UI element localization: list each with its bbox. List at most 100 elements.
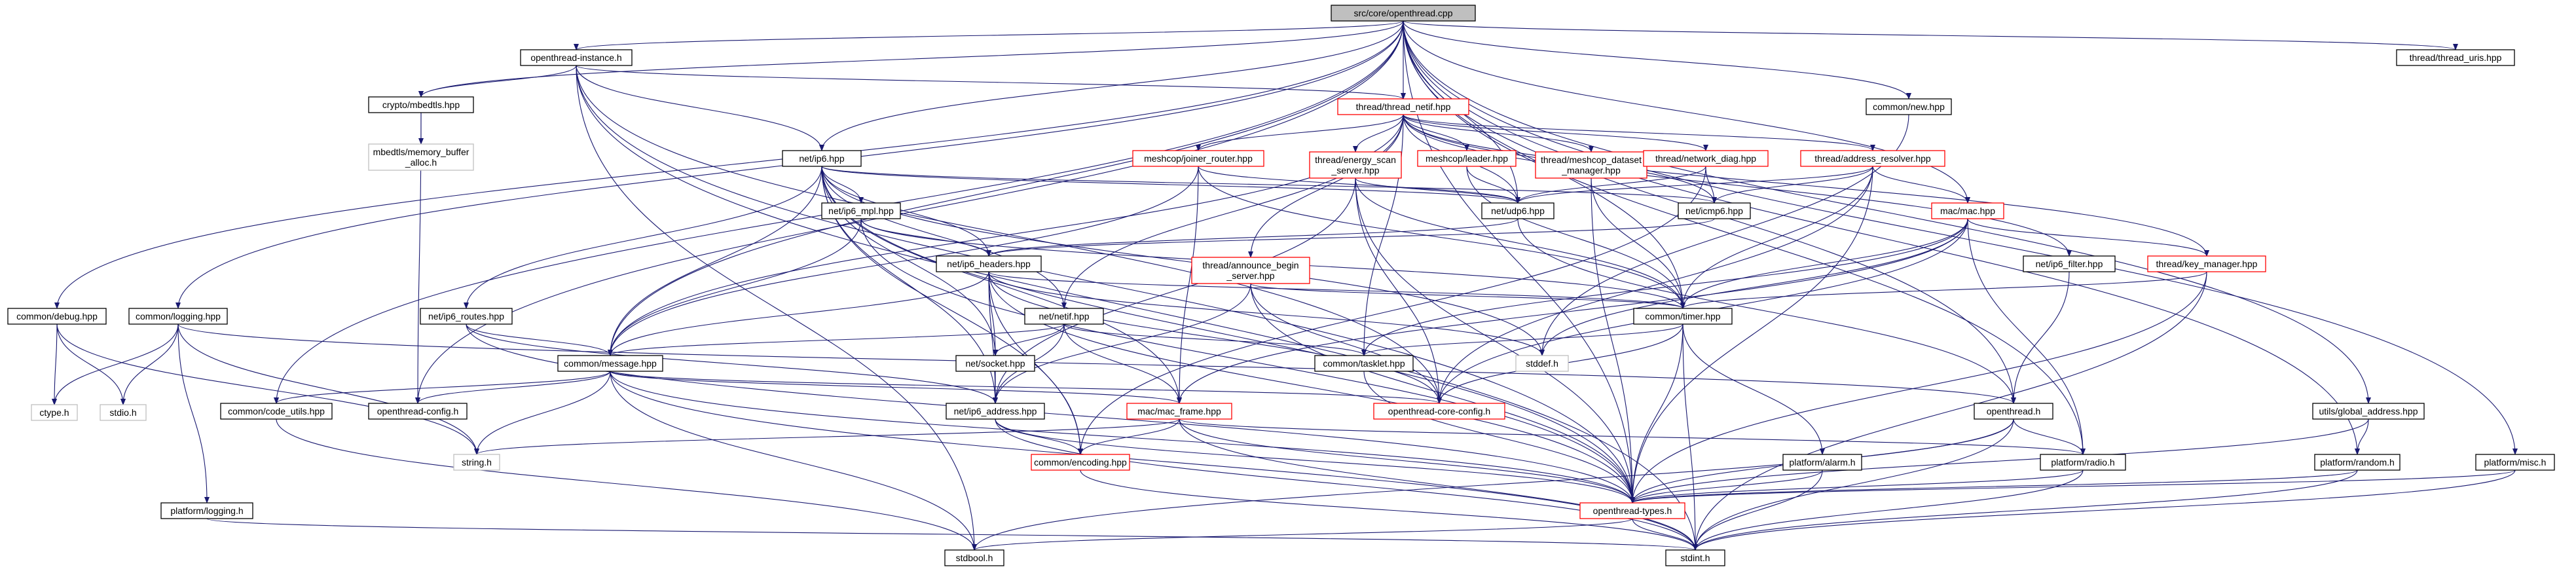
- node-label: utils/global_address.hpp: [2319, 406, 2418, 416]
- node-common-logging-hpp[interactable]: common/logging.hpp: [128, 308, 228, 325]
- node-net-udp6-hpp[interactable]: net/udp6.hpp: [1481, 202, 1555, 219]
- node-box: [453, 454, 500, 471]
- node-openthread-h[interactable]: openthread.h: [1974, 403, 2053, 420]
- edge-n19-n36: [1250, 283, 1442, 404]
- edge-n1-n4: [576, 65, 1406, 100]
- edge-n9-n36: [1355, 177, 1442, 404]
- node-box: [1031, 454, 1130, 471]
- node-box: [2475, 454, 2555, 471]
- node-net-ip6-filter-hpp[interactable]: net/ip6_filter.hpp: [2023, 255, 2116, 272]
- edge-n4-n11: [1403, 114, 1594, 153]
- node-crypto-mbedtls-hpp[interactable]: crypto/mbedtls.hpp: [368, 96, 474, 113]
- node-mac-mac-frame-hpp[interactable]: mac/mac_frame.hpp: [1126, 403, 1232, 420]
- node-common-tasklet-hpp[interactable]: common/tasklet.hpp: [1314, 355, 1414, 372]
- edge-n0-n39: [1403, 20, 2371, 404]
- node-box: [1633, 308, 1733, 325]
- edge-n4-n20: [1403, 114, 2072, 257]
- node-thread-address-resolver-hpp[interactable]: thread/address_resolver.hpp: [1800, 150, 1945, 167]
- node-net-ip6-routes-hpp[interactable]: net/ip6_routes.hpp: [420, 308, 513, 325]
- node-net-socket-hpp[interactable]: net/socket.hpp: [955, 355, 1035, 372]
- node-label: _manager.hpp: [1561, 165, 1621, 175]
- node-net-ip6-address-hpp[interactable]: net/ip6_address.hpp: [946, 403, 1045, 420]
- node-label: openthread-config.h: [377, 406, 459, 416]
- node-stdbool-h[interactable]: stdbool.h: [944, 549, 1004, 566]
- node-stdio-h: stdio.h: [100, 404, 147, 421]
- node-thread-meshcop-dataset-manager-hpp[interactable]: thread/meshcop_dataset_manager.hpp: [1535, 151, 1647, 179]
- edge-n35-n41: [995, 418, 1083, 455]
- node-label: net/ip6_filter.hpp: [2036, 259, 2103, 269]
- node-net-ip6-mpl-hpp[interactable]: net/ip6_mpl.hpp: [821, 202, 901, 219]
- node-box: [944, 549, 1004, 566]
- node-net-netif-hpp[interactable]: net/netif.hpp: [1024, 308, 1104, 325]
- node-common-code-utils-hpp[interactable]: common/code_utils.hpp: [220, 403, 333, 420]
- node-label: platform/misc.h: [2484, 457, 2547, 468]
- node-label: thread/address_resolver.hpp: [1814, 153, 1931, 164]
- edge-n4-n12: [1403, 114, 1708, 151]
- node-thread-key-manager-hpp[interactable]: thread/key_manager.hpp: [2147, 255, 2266, 272]
- node-stdint-h[interactable]: stdint.h: [1665, 549, 1725, 566]
- edge-n12-n15: [1515, 166, 1706, 204]
- node-platform-logging-h[interactable]: platform/logging.h: [160, 502, 253, 519]
- edge-n8-n27: [608, 166, 1199, 356]
- node-thread-announce-begin-server-hpp[interactable]: thread/announce_begin_server.hpp: [1191, 257, 1310, 284]
- edge-n0-n25: [54, 20, 1404, 309]
- node-box: [1132, 150, 1264, 167]
- node-src-core-openthread-cpp[interactable]: src/core/openthread.cpp: [1331, 5, 1476, 22]
- node-common-debug-hpp[interactable]: common/debug.hpp: [7, 308, 107, 325]
- edge-n24-n47: [1630, 323, 1684, 504]
- node-platform-random-h[interactable]: platform/random.h: [2314, 454, 2401, 471]
- edge-n44-n47: [1630, 469, 2358, 504]
- edge-n13-n15: [1515, 166, 1873, 204]
- node-meshcop-joiner-router-hpp[interactable]: meshcop/joiner_router.hpp: [1132, 150, 1264, 167]
- edges-layer: [52, 20, 2518, 551]
- edge-n26-n38: [177, 323, 2016, 404]
- node-net-ip6-hpp[interactable]: net/ip6.hpp: [782, 150, 862, 167]
- node-label: platform/radio.h: [2051, 457, 2114, 468]
- node-platform-radio-h[interactable]: platform/radio.h: [2040, 454, 2126, 471]
- node-net-icmp6-hpp[interactable]: net/icmp6.hpp: [1678, 202, 1751, 219]
- edge-n39-n47: [1630, 418, 2369, 504]
- node-box: [821, 202, 901, 219]
- edge-n14-n47: [860, 218, 1635, 504]
- edge-n19-n47: [1250, 283, 1635, 504]
- edge-n22-n35: [466, 323, 998, 404]
- node-label: common/debug.hpp: [16, 311, 98, 321]
- node-thread-thread-netif-hpp[interactable]: thread/thread_netif.hpp: [1337, 98, 1469, 115]
- edge-n26-n31: [52, 323, 179, 405]
- node-label: thread/thread_netif.hpp: [1356, 101, 1451, 112]
- node-platform-misc-h[interactable]: platform/misc.h: [2475, 454, 2555, 471]
- edge-n47-n49: [1632, 518, 1698, 551]
- edge-n18-n27: [608, 271, 989, 356]
- node-label: common/tasklet.hpp: [1323, 358, 1405, 369]
- node-openthread-core-config-h[interactable]: openthread-core-config.h: [1373, 403, 1505, 420]
- edge-n23-n27: [608, 323, 1065, 356]
- edge-n17-n43: [1967, 218, 2086, 455]
- node-meshcop-leader-hpp[interactable]: meshcop/leader.hpp: [1417, 150, 1517, 167]
- node-common-timer-hpp[interactable]: common/timer.hpp: [1633, 308, 1733, 325]
- node-mac-mac-hpp[interactable]: mac/mac.hpp: [1931, 202, 2004, 219]
- edge-n0-n7: [819, 20, 1404, 151]
- node-thread-energy-scan-server-hpp[interactable]: thread/energy_scan_server.hpp: [1309, 151, 1402, 179]
- node-openthread-config-h[interactable]: openthread-config.h: [368, 403, 468, 420]
- node-box: [2040, 454, 2126, 471]
- node-box: [2396, 49, 2515, 66]
- node-common-encoding-hpp[interactable]: common/encoding.hpp: [1031, 454, 1130, 471]
- node-openthread-instance-h[interactable]: openthread-instance.h: [520, 49, 633, 66]
- edge-n26-n46: [177, 323, 210, 504]
- node-box: [2312, 403, 2425, 420]
- node-thread-network-diag-hpp[interactable]: thread/network_diag.hpp: [1643, 150, 1769, 167]
- edge-n13-n17: [1872, 166, 1970, 204]
- node-utils-global-address-hpp[interactable]: utils/global_address.hpp: [2312, 403, 2425, 420]
- node-box: [1481, 202, 1555, 219]
- node-label: net/icmp6.hpp: [1685, 206, 1743, 216]
- node-net-ip6-headers-hpp[interactable]: net/ip6_headers.hpp: [936, 255, 1042, 272]
- node-thread-thread-uris-hpp[interactable]: thread/thread_uris.hpp: [2396, 49, 2515, 66]
- edge-n0-n2: [418, 20, 1404, 98]
- node-common-message-hpp[interactable]: common/message.hpp: [557, 355, 663, 372]
- node-platform-alarm-h[interactable]: platform/alarm.h: [1782, 454, 1862, 471]
- node-label: crypto/mbedtls.hpp: [382, 100, 460, 110]
- node-common-new-hpp[interactable]: common/new.hpp: [1866, 98, 1952, 115]
- node-openthread-types-h[interactable]: openthread-types.h: [1579, 502, 1685, 519]
- edge-n26-n40: [177, 323, 479, 455]
- edge-n26-n32: [120, 323, 179, 405]
